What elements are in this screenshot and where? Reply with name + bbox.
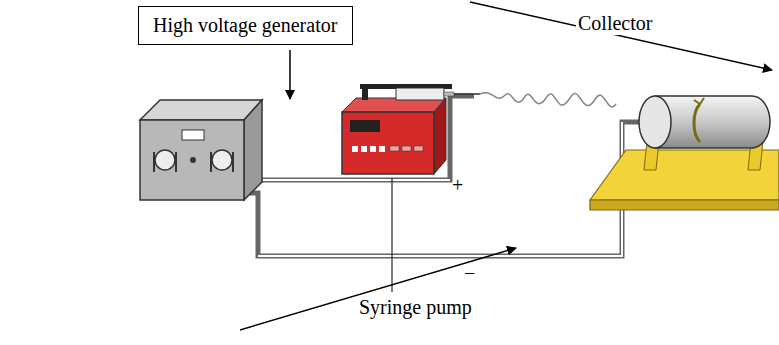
part-label: Collector (576, 12, 654, 35)
rotating-collector (590, 96, 779, 210)
syringe-pump (342, 84, 480, 174)
wire-highlight (246, 179, 450, 181)
label-box: High voltage generator (138, 6, 353, 45)
leader-arrow (289, 50, 291, 99)
part-label: Syringe pump (357, 296, 474, 319)
polarity-sign: − (464, 262, 475, 285)
leader-line (392, 178, 393, 292)
high-voltage-generator (140, 100, 262, 200)
leader-arrow (240, 248, 516, 330)
polarity-sign: + (452, 174, 463, 197)
positive-wire (246, 96, 474, 180)
polymer-jet (480, 93, 616, 107)
box-text: High voltage generator (153, 14, 338, 37)
leader-arrow (470, 2, 772, 70)
